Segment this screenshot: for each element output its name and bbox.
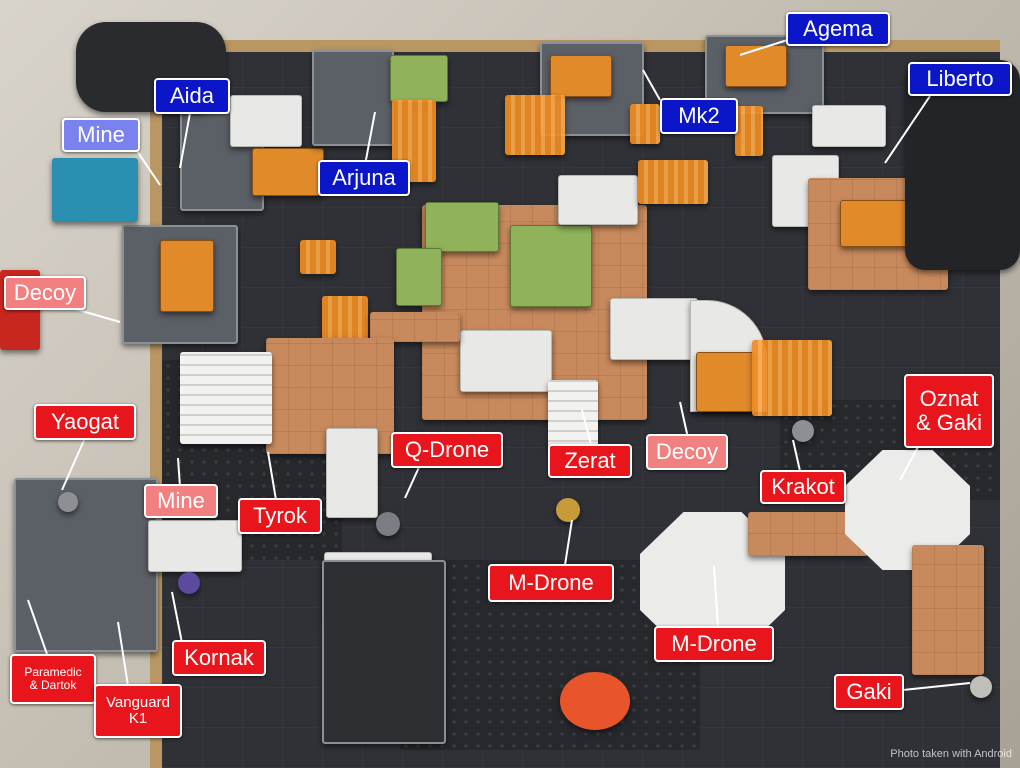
label-aida: Aida	[154, 78, 230, 114]
label-krakot: Krakot	[760, 470, 846, 504]
label-yaogat: Yaogat	[34, 404, 136, 440]
miniature-base	[556, 498, 580, 522]
grey-container-building	[14, 478, 158, 652]
label-oznat-gaki: Oznat & Gaki	[904, 374, 994, 448]
white-crate	[230, 95, 302, 147]
green-crate	[425, 202, 499, 252]
miniature-base	[376, 512, 400, 536]
orange-crate	[696, 352, 754, 412]
orange-barricade	[735, 106, 763, 156]
label-kornak: Kornak	[172, 640, 266, 676]
miniature-base	[178, 572, 200, 594]
label-paramedic-dartok: Paramedic & Dartok	[10, 654, 96, 704]
label-arjuna: Arjuna	[318, 160, 410, 196]
wooden-ramp	[912, 545, 984, 675]
orange-barricade	[630, 104, 660, 144]
white-crate	[610, 298, 698, 360]
photo-watermark: Photo taken with Android	[890, 748, 1012, 760]
label-tyrok: Tyrok	[238, 498, 322, 534]
label-decoy-center: Decoy	[646, 434, 728, 470]
green-crate	[390, 55, 448, 102]
wooden-bridge	[370, 312, 460, 342]
miniature-base	[970, 676, 992, 698]
miniature-base	[58, 492, 78, 512]
label-q-drone: Q-Drone	[391, 432, 503, 468]
label-agema: Agema	[786, 12, 890, 46]
label-mine-top: Mine	[62, 118, 140, 152]
label-m-drone-2: M-Drone	[654, 626, 774, 662]
white-crate	[460, 330, 552, 392]
white-crate	[812, 105, 886, 147]
label-mk2: Mk2	[660, 98, 738, 134]
white-stairs	[180, 352, 272, 444]
white-stairs	[548, 380, 598, 450]
grey-container-building	[312, 50, 394, 146]
label-gaki: Gaki	[834, 674, 904, 710]
blue-token-tray	[52, 158, 138, 222]
label-liberto: Liberto	[908, 62, 1012, 96]
orange-barricade	[752, 340, 832, 416]
orange-barricade	[505, 95, 565, 155]
orange-tape-measure	[560, 672, 630, 730]
terrain-box	[322, 560, 446, 744]
orange-crate	[252, 148, 324, 196]
label-zerat: Zerat	[548, 444, 632, 478]
orange-crate	[725, 45, 787, 87]
orange-barricade	[300, 240, 336, 274]
orange-barricade	[638, 160, 708, 204]
orange-crate	[160, 240, 214, 312]
white-crate	[148, 520, 242, 572]
white-crate	[558, 175, 638, 225]
white-crate	[326, 428, 378, 518]
green-crate	[396, 248, 442, 306]
label-m-drone-1: M-Drone	[488, 564, 614, 602]
miniature-base	[792, 420, 814, 442]
label-mine-bottom: Mine	[144, 484, 218, 518]
green-crate	[510, 225, 592, 307]
label-vanguard-k1: Vanguard K1	[94, 684, 182, 738]
label-decoy-left: Decoy	[4, 276, 86, 310]
orange-crate	[550, 55, 612, 97]
